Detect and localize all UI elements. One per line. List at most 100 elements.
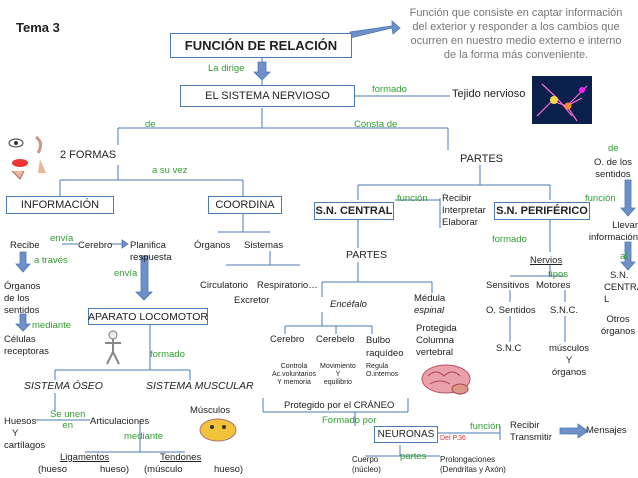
- regula-line: Regula: [366, 363, 389, 370]
- o-sentidos-label: O. Sentidos: [486, 305, 536, 316]
- musculos-label: Músculos: [190, 405, 231, 416]
- mensajes-label: Mensajes: [586, 425, 627, 436]
- aparato-locomotor-box: APARATO LOCOMOTOR: [88, 308, 208, 325]
- definition-text: Función que consiste en captar informaci…: [398, 6, 634, 62]
- medula-text: Médula espinal: [414, 293, 445, 317]
- senses-image: [8, 135, 46, 180]
- musculos-organos-text: músculos Y órganos: [544, 343, 594, 379]
- recibir-transmitir-text: Recibir Transmitir: [510, 420, 552, 444]
- organos-de-sentidos-line: de los: [4, 293, 30, 304]
- movimiento-line: equilibrio: [323, 379, 352, 386]
- organos-sentidos-line: sentidos: [595, 169, 631, 180]
- se-unen-text: Se unen en: [50, 409, 85, 431]
- controla-line: Y memoria: [277, 379, 311, 386]
- planifica-line: respuesta: [130, 252, 172, 263]
- sn-centra-l-line: L: [604, 294, 610, 305]
- motores-label: Motores: [536, 280, 571, 291]
- organos-sentidos-line: O. de los: [593, 157, 633, 168]
- tipos-label: tipos: [548, 269, 569, 280]
- controla-line: Ac.voluntarios: [272, 371, 316, 378]
- informacion-box: INFORMACIÓN: [6, 196, 114, 214]
- formado-por-label: Formado por: [322, 415, 377, 426]
- recibir-transmitir-line: Recibir: [510, 420, 540, 431]
- coordina-box: COORDINA: [208, 196, 282, 214]
- hueso-right-label: hueso): [100, 464, 130, 475]
- formado3-label: formado: [150, 349, 185, 360]
- nervios-label: Nervios: [530, 255, 563, 266]
- cuerpo-line: Cuerpo: [352, 455, 379, 464]
- bulbo-text: Bulbo raquídeo: [366, 334, 404, 360]
- huesos-line: Y: [12, 428, 19, 439]
- partes3-label: partes: [400, 451, 427, 462]
- protegido-craneo-label: Protegido por el CRÁNEO: [284, 400, 395, 411]
- brain-image: [421, 364, 471, 395]
- funcion-label: función: [397, 193, 428, 204]
- la-dirige-label: La dirige: [208, 63, 245, 74]
- huesos-line: Huesos: [4, 416, 37, 427]
- bulbo-line: raquídeo: [366, 348, 404, 359]
- sistema-nervioso-box: EL SISTEMA NERVIOSO: [180, 85, 355, 107]
- movimiento-line: Y: [335, 371, 341, 378]
- recibe-label: Recibe: [10, 240, 40, 251]
- regula-text: Regula O.internos: [366, 363, 398, 379]
- mediante-label: mediante: [32, 320, 72, 331]
- sn-central-box: S.N. CENTRAL: [314, 202, 394, 220]
- cuerpo-text: Cuerpo (núcleo): [352, 455, 381, 475]
- snc2-label: S.N.C: [496, 343, 522, 354]
- organos-label: Órganos: [194, 240, 231, 251]
- otros-organos-line: órganos: [600, 326, 636, 337]
- definition-line: de la forma más conveniente.: [443, 49, 589, 61]
- de2-label: de: [608, 143, 619, 154]
- ligamentos-label: Ligamentos: [60, 452, 110, 463]
- central-function-line: Elaborar: [442, 217, 478, 228]
- cerebelo-label: Cerebelo: [316, 334, 355, 345]
- snc-label: S.N.C.: [550, 305, 578, 316]
- consta-de-label: Consta de: [354, 119, 398, 130]
- del-p36-label: Del P.36: [440, 435, 466, 442]
- de-label: de: [145, 119, 156, 130]
- cerebro-label: Cerebro: [78, 240, 113, 251]
- musculos-organos-line: músculos: [548, 343, 590, 354]
- central-function-line: Recibir: [442, 193, 472, 204]
- sistema-oseo-label: SISTEMA ÓSEO: [24, 380, 103, 392]
- medula-line: espinal: [414, 305, 445, 316]
- mediante2-label: mediante: [124, 431, 164, 442]
- partes-label: PARTES: [460, 153, 503, 165]
- musculo-label: (músculo: [144, 464, 183, 475]
- movimiento-text: Movimiento Y equilibrio: [320, 363, 356, 387]
- a-su-vez-label: a su vez: [152, 165, 188, 176]
- regula-line: O.internos: [366, 371, 399, 378]
- se-unen-line: en: [62, 420, 73, 431]
- planifica-text: Planifica respuesta: [130, 240, 172, 264]
- sn-centra-l-line: CENTRA: [604, 282, 638, 293]
- organos-de-sentidos-line: sentidos: [4, 305, 40, 316]
- huesos-line: cartílagos: [4, 440, 46, 451]
- protegida-line: vertebral: [416, 347, 453, 358]
- protegida-text: Protegida Columna vertebral: [416, 323, 457, 359]
- musculos-organos-line: órganos: [551, 367, 587, 378]
- formado2-label: formado: [492, 234, 527, 245]
- topic-title: Tema 3: [16, 20, 60, 35]
- se-unen-line: Se unen: [50, 409, 86, 420]
- main-title-box: FUNCIÓN DE RELACIÓN: [170, 33, 352, 58]
- organos-de-sentidos-line: Órganos: [4, 281, 41, 292]
- sn-centra-l-text: S.N. CENTRA L: [604, 270, 638, 306]
- neuronas-box: NEURONAS: [374, 426, 438, 443]
- definition-line: del exterior y responder a los cambios q…: [412, 21, 620, 33]
- sistemas-label: Sistemas: [244, 240, 284, 251]
- llevar-info-text: Llevar información: [588, 220, 638, 244]
- tendones-label: Tendones: [160, 452, 202, 463]
- musculos-organos-line: Y: [565, 355, 573, 366]
- cuerpo-line: (núcleo): [352, 465, 381, 474]
- partes2-label: PARTES: [346, 249, 388, 261]
- otros-organos-text: Otros órganos: [598, 314, 638, 338]
- neuron-image: [532, 76, 592, 124]
- a-traves-label: a través: [34, 255, 68, 266]
- celulas-line: receptoras: [4, 346, 49, 357]
- huesos-text: Huesos Y cartílagos: [4, 416, 45, 452]
- celulas-line: Células: [4, 334, 36, 345]
- funcion3-label: función: [470, 421, 501, 432]
- medula-line: Médula: [414, 293, 446, 304]
- central-function-line: Interpretar: [442, 205, 486, 216]
